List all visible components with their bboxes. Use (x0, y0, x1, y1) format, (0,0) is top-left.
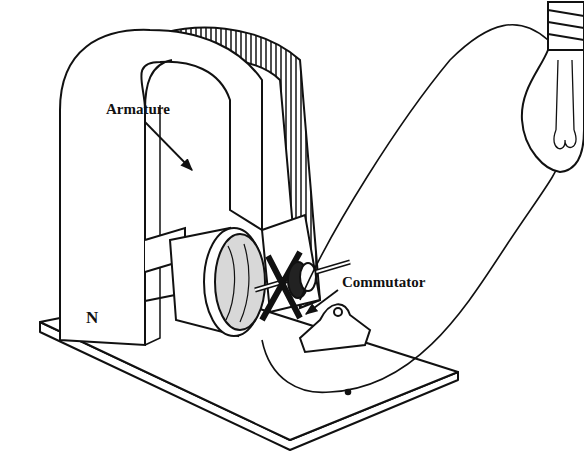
leader-line (145, 122, 192, 170)
light-bulb (522, 2, 584, 172)
part-label: Commutator (342, 274, 425, 291)
part-label: Armature (106, 101, 170, 118)
armature (170, 228, 265, 336)
shaft-and-commutator (255, 252, 350, 320)
leader-line (306, 290, 338, 314)
horseshoe-magnet (60, 28, 320, 345)
pole-letter: N (86, 309, 98, 328)
wires (262, 25, 560, 395)
